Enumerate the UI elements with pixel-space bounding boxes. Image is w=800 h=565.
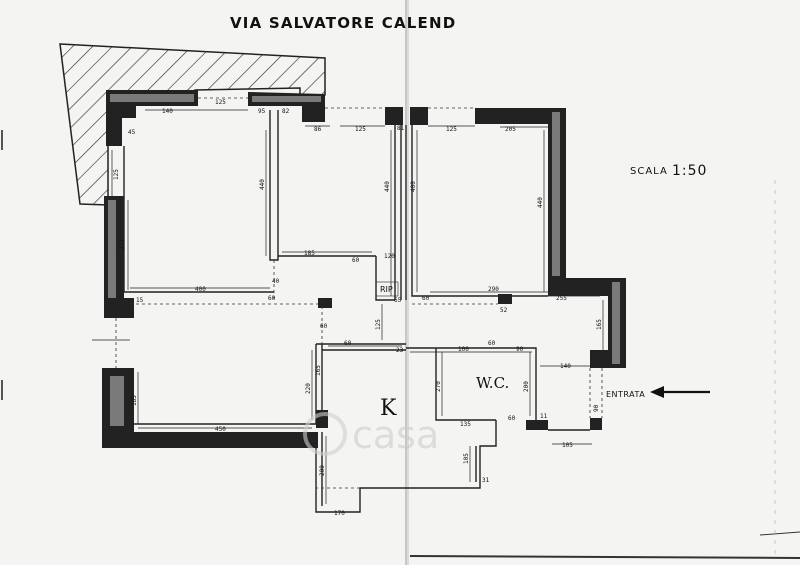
watermark-text: casa	[352, 413, 439, 457]
dim-label: 95	[258, 108, 266, 115]
scale-value: 1:50	[672, 163, 707, 179]
dim-label: 270	[435, 381, 442, 392]
dim-label: 135	[460, 421, 471, 428]
dim-label: 65	[394, 297, 402, 304]
dim-label: 125	[375, 319, 382, 330]
dimension-lines	[92, 109, 604, 513]
dim-label: 11	[540, 413, 548, 420]
dim-label: 60	[508, 415, 516, 422]
dim-label: 60	[320, 323, 328, 330]
dim-label: 290	[488, 286, 499, 293]
dim-label: 120	[384, 253, 395, 260]
dim-label: 165	[315, 365, 322, 376]
dim-label: 90	[516, 346, 524, 353]
dim-label: 100	[458, 346, 469, 353]
room-label-wc: W.C.	[476, 374, 509, 392]
dim-label: 125	[446, 126, 457, 133]
room-label-kitchen: K	[380, 396, 397, 421]
dim-label: 82	[282, 108, 290, 115]
dim-label: 400	[195, 286, 206, 293]
arrow-left-icon	[650, 386, 710, 398]
dim-label: 200	[319, 465, 326, 476]
dim-label: 125	[355, 126, 366, 133]
street-name: VIA SALVATORE CALEND	[230, 14, 456, 32]
entrance-label: ENTRATA	[606, 390, 645, 399]
dim-label: 205	[505, 126, 516, 133]
dim-label: 23	[396, 347, 404, 354]
openings	[115, 97, 603, 489]
dim-label: 440	[384, 181, 391, 192]
dim-label: 81	[397, 125, 405, 132]
dim-label: 140	[560, 363, 571, 370]
dim-label: 220	[305, 383, 312, 394]
dim-label: 200	[523, 381, 530, 392]
dim-label: 60	[488, 340, 496, 347]
interior-walls	[123, 110, 590, 513]
dim-label: 60	[352, 257, 360, 264]
dim-label: 52	[500, 307, 508, 314]
dim-label: 40	[272, 278, 280, 285]
dim-label: 272	[119, 239, 126, 250]
dim-label: 60	[344, 340, 352, 347]
dim-label: 450	[215, 426, 226, 433]
dim-label: 165	[596, 319, 603, 330]
dim-label: 185	[304, 250, 315, 257]
watermark: casa	[303, 412, 439, 457]
dim-label: 440	[259, 179, 266, 190]
dim-label: 185	[131, 395, 138, 406]
dim-label: 170	[334, 510, 345, 517]
room-label-storage: RIP	[380, 285, 393, 294]
dim-label: 31	[482, 477, 490, 484]
dim-label: 86	[314, 126, 322, 133]
dim-label: 60	[268, 295, 276, 302]
dim-label: 125	[215, 99, 226, 106]
dim-label: 90	[593, 404, 600, 412]
dim-label: 440	[537, 197, 544, 208]
dim-label: 400	[410, 181, 417, 192]
scale-label: SCALA	[630, 166, 668, 177]
dim-label: 125	[113, 169, 120, 180]
dim-label: 140	[162, 108, 173, 115]
dim-label: 60	[422, 295, 430, 302]
dim-label: 105	[463, 453, 470, 464]
dim-label: 255	[556, 295, 567, 302]
dim-label: 45	[128, 129, 136, 136]
dim-label: 15	[136, 297, 144, 304]
dimension-labels: 125 140 95 82 86 125 81 125 205 45 125 2…	[113, 99, 603, 517]
dim-label: 105	[562, 442, 573, 449]
